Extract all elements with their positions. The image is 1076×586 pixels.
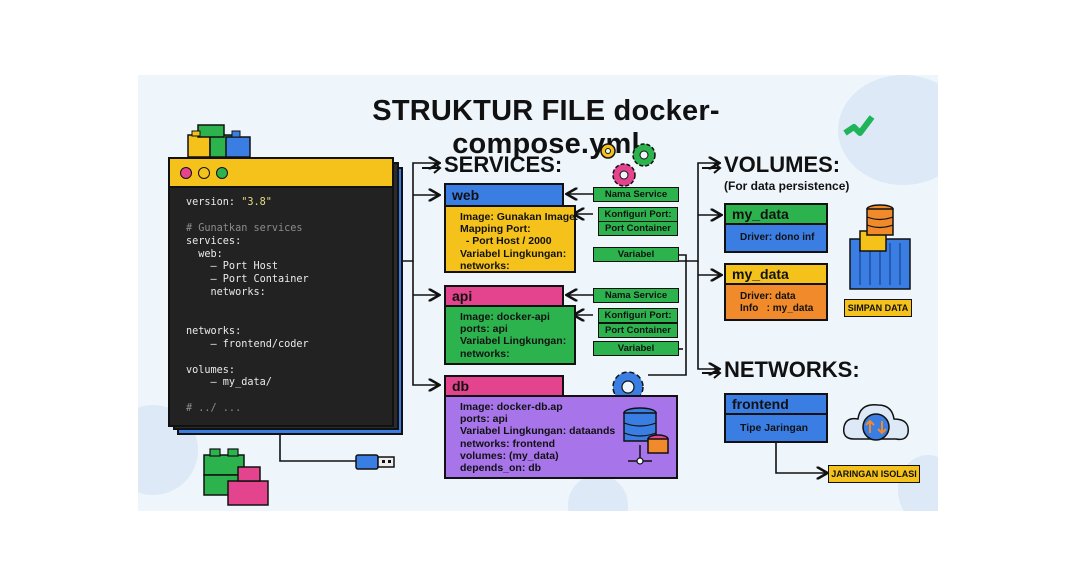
volume-2-body: Driver: data Info : my_data <box>724 283 828 321</box>
volumes-heading: VOLUMES: <box>724 152 841 177</box>
code-line: # Gunatkan services <box>186 223 309 236</box>
code-text: web: <box>186 248 223 260</box>
service-db-header: db <box>444 375 564 397</box>
code-line <box>186 210 309 223</box>
code-text: networks: <box>186 287 266 299</box>
gears-icon <box>600 143 656 187</box>
terminal-title-bar <box>170 159 392 188</box>
tag-nama-service: Nama Service <box>593 187 679 202</box>
volume-2-name: my_data <box>732 266 789 282</box>
code-text: volumes: <box>186 364 236 376</box>
arrow-right-icon <box>702 162 722 174</box>
tag-nama-service: Nama Service <box>593 288 679 303</box>
code-line <box>186 300 309 313</box>
code-line: – my_data/ <box>186 377 309 390</box>
checkmark-icon <box>843 115 875 136</box>
code-line: – Port Container <box>186 274 309 287</box>
code-line: – frontend/coder <box>186 339 309 352</box>
minimize-dot-icon <box>198 167 210 179</box>
network-name: frontend <box>732 396 789 412</box>
code-text: services: <box>186 235 242 247</box>
lego-blocks-icon <box>203 448 269 506</box>
code-line: networks: <box>186 287 309 300</box>
code-line <box>186 352 309 365</box>
service-web-header: web <box>444 183 564 207</box>
network-header: frontend <box>724 393 828 415</box>
code-line: – Port Host <box>186 261 309 274</box>
volume-1-name: my_data <box>732 206 789 222</box>
service-web-name: web <box>452 187 480 203</box>
code-line <box>186 390 309 403</box>
code-line: networks: <box>186 326 309 339</box>
isolation-label: JARINGAN ISOLASI <box>828 465 920 483</box>
connector-lines <box>279 75 938 511</box>
code-line: version: "3.8" <box>186 197 309 210</box>
tag-port-container: Port Container <box>598 221 678 236</box>
code-line: volumes: <box>186 365 309 378</box>
network-body: Tipe Jaringan <box>724 413 828 443</box>
volume-1-header: my_data <box>724 203 828 225</box>
service-db-name: db <box>452 378 470 394</box>
service-web-body: Image: Gunakan Image: Mapping Port: - Po… <box>444 205 578 273</box>
tag-port-container: Port Container <box>598 323 678 338</box>
arrow-right-icon <box>702 367 722 379</box>
code-line: # ../ ... <box>186 403 309 416</box>
maximize-dot-icon <box>216 167 228 179</box>
lego-blocks-icon <box>187 124 251 158</box>
gear-icon <box>612 371 644 403</box>
tag-variabel: Variabel <box>593 247 679 262</box>
code-string: "3.8" <box>241 197 272 208</box>
services-heading: SERVICES: <box>444 152 563 177</box>
service-api-body: Image: docker-api ports: api Variabel Li… <box>444 305 576 365</box>
cloud-router-icon <box>842 404 909 441</box>
database-icon <box>623 407 669 465</box>
volumes-subheading: (For data persistence) <box>724 179 850 193</box>
diagram-canvas: STRUKTUR FILE docker-compose.yml version… <box>138 75 938 511</box>
close-dot-icon <box>180 167 192 179</box>
volume-2-header: my_data <box>724 263 828 285</box>
code-text: networks: <box>186 325 242 337</box>
code-line: services: <box>186 236 309 249</box>
code-line <box>186 313 309 326</box>
storage-container-icon <box>849 204 911 290</box>
code-text: – Port Container <box>186 274 309 286</box>
code-text: – my_data/ <box>186 377 272 389</box>
arrow-right-icon <box>422 162 442 174</box>
code-line: web: <box>186 249 309 262</box>
tag-variabel: Variabel <box>593 341 679 356</box>
code-text: – Port Host <box>186 261 279 273</box>
service-api-name: api <box>452 288 473 304</box>
code-text: version: <box>186 197 242 208</box>
code-comment: # ../ ... <box>186 403 242 415</box>
usb-plug-icon <box>355 454 395 470</box>
tag-konfiguri-port: Konfiguri Port: <box>598 207 678 222</box>
volume-1-body: Driver: dono inf <box>724 223 828 253</box>
networks-heading: NETWORKS: <box>724 357 860 382</box>
code-text: – frontend/coder <box>186 338 309 350</box>
code-comment: # Gunatkan services <box>186 222 303 234</box>
storage-label: SIMPAN DATA <box>844 299 912 317</box>
tag-konfiguri-port: Konfiguri Port: <box>598 308 678 323</box>
service-api-header: api <box>444 285 564 307</box>
